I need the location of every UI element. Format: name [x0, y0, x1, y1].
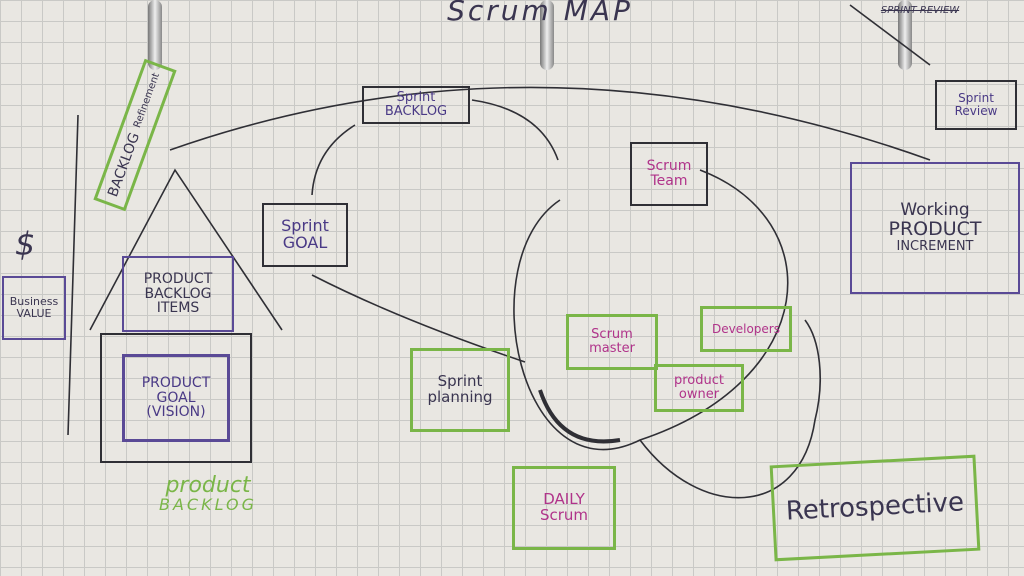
sprint-review-label: Sprint Review [954, 91, 998, 118]
arrow-backlog-to-team [471, 99, 559, 161]
sprint-backlog-box: Sprint BACKLOG [362, 86, 470, 124]
scrum-team-line1: Scrum [646, 158, 692, 175]
sprint-backlog-line1: Sprint [396, 90, 436, 106]
working-increment-line3: INCREMENT [896, 239, 974, 255]
backlog-refinement-line2: Refinement [131, 71, 162, 130]
dollar-sign: $ [14, 225, 36, 263]
binder-ring [898, 0, 912, 70]
product-backlog-label: product BACKLOG [118, 474, 298, 514]
crossed-out-label: SPRINT REVIEW [880, 5, 960, 16]
product-backlog-line1: product [165, 473, 251, 498]
sprint-goal-line1: Sprint [281, 216, 329, 236]
daily-scrum-line1: DAILY [543, 490, 585, 509]
product-backlog-container: PRODUCT GOAL (VISION) [100, 333, 252, 463]
product-backlog-items-box: PRODUCT BACKLOG ITEMS [122, 256, 234, 332]
working-increment-line1: Working [900, 200, 970, 221]
strike-line [849, 4, 931, 66]
daily-scrum-box: DAILY Scrum [512, 466, 616, 550]
sprint-goal-line2: GOAL [282, 233, 328, 252]
product-goal-line2: GOAL [156, 389, 196, 406]
daily-arrow [538, 389, 621, 444]
arrow-goal-to-backlog [311, 124, 356, 196]
developers-label: Developers [712, 321, 780, 336]
page-title: Scrum MAP [447, 0, 633, 27]
product-owner-line1: product [673, 373, 724, 389]
working-increment-line2: PRODUCT [888, 218, 982, 241]
scrum-master-line1: Scrum [591, 327, 633, 343]
product-owner-line2: owner [678, 387, 720, 402]
retro-loop [639, 319, 821, 499]
scrum-master-line2: master [589, 341, 635, 356]
pbi-line3: ITEMS [156, 300, 200, 317]
product-backlog-line2: BACKLOG [159, 495, 257, 515]
product-goal-box: PRODUCT GOAL (VISION) [122, 354, 230, 442]
business-value-line2: VALUE [16, 307, 52, 320]
retrospective-box: Retrospective [769, 454, 981, 562]
product-goal-line1: PRODUCT [141, 374, 211, 391]
binder-ring [148, 0, 162, 70]
scrum-master-box: Scrum master [566, 314, 658, 370]
arrow-value-up [67, 114, 79, 436]
retrospective-label: Retrospective [785, 487, 965, 527]
scrum-team-line2: Team [650, 173, 688, 189]
working-increment-box: Working PRODUCT INCREMENT [850, 162, 1020, 294]
arc-top [169, 86, 931, 161]
product-goal-line3: (VISION) [146, 404, 206, 421]
developers-box: Developers [700, 306, 792, 352]
sprint-planning-box: Sprint planning [410, 348, 510, 432]
product-owner-box: product owner [654, 364, 744, 412]
triangle-backlog [89, 168, 283, 331]
pbi-line1: PRODUCT [143, 270, 213, 287]
sprint-goal-box: Sprint GOAL [262, 203, 348, 267]
scrum-team-box: Scrum Team [630, 142, 708, 206]
arrow-planning-to-goal [311, 274, 526, 363]
sprint-planning-line2: planning [427, 388, 493, 406]
sprint-planning-line1: Sprint [437, 372, 483, 391]
business-value-box: Business VALUE [2, 276, 66, 340]
pbi-line2: BACKLOG [144, 285, 212, 302]
sprint-backlog-line2: BACKLOG [384, 104, 448, 119]
sprint-review-box: Sprint Review [935, 80, 1017, 130]
daily-scrum-line2: Scrum [539, 506, 589, 524]
business-value-line1: Business [9, 295, 59, 309]
binder-ring [540, 0, 554, 70]
